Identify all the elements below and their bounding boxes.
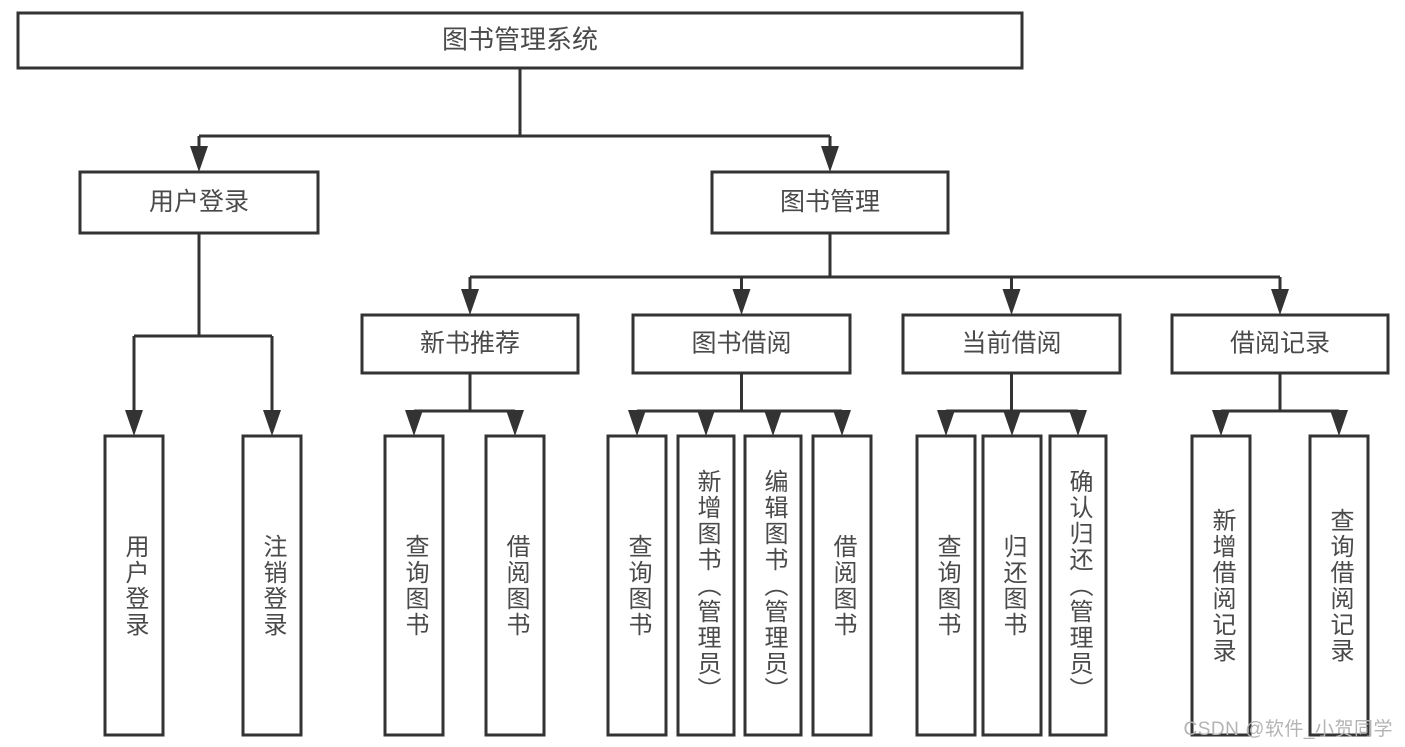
edge-borrow-record-arrow-1 <box>1330 410 1348 436</box>
node-box-leaf-return-book[interactable] <box>981 434 1043 737</box>
node-box-current-borrow[interactable] <box>901 313 1122 375</box>
boxes-layer <box>16 11 1390 737</box>
node-box-leaf-borrow-book-2[interactable] <box>811 434 873 737</box>
edge-book-manage-arrow-2 <box>1002 289 1021 315</box>
node-box-leaf-confirm-return[interactable] <box>1048 434 1108 737</box>
edge-book-borrow-arrow-1 <box>697 410 715 436</box>
edge-book-borrow-arrow-2 <box>764 410 782 436</box>
connectors-layer <box>125 68 1348 436</box>
node-label-book-manage: 图书管理 <box>780 188 880 216</box>
edge-book-manage-arrow-3 <box>1271 289 1289 315</box>
edge-root-arrow-0 <box>190 146 208 172</box>
node-box-leaf-query-book-1[interactable] <box>383 434 445 737</box>
node-box-leaf-query-book-2[interactable] <box>606 434 668 737</box>
edge-new-book-rec-arrow-0 <box>405 410 423 436</box>
node-label-book-borrow: 图书借阅 <box>691 330 791 358</box>
node-label-root: 图书管理系统 <box>442 24 598 54</box>
node-box-root[interactable] <box>16 11 1024 70</box>
node-label-new-book-rec: 新书推荐 <box>420 330 520 358</box>
node-box-book-manage[interactable] <box>710 170 950 235</box>
node-box-user-login[interactable] <box>78 170 320 235</box>
node-box-new-book-rec[interactable] <box>360 313 580 375</box>
edge-book-manage-arrow-1 <box>732 289 751 315</box>
node-box-leaf-edit-book[interactable] <box>743 434 803 737</box>
edge-borrow-record-arrow-0 <box>1212 410 1230 436</box>
node-box-leaf-query-book-3[interactable] <box>915 434 977 737</box>
node-box-leaf-borrow-book-1[interactable] <box>484 434 546 737</box>
edge-current-borrow-arrow-2 <box>1069 410 1087 436</box>
watermark-text: CSDN @软件_小贺同学 <box>1183 719 1393 740</box>
edge-current-borrow-arrow-1 <box>1003 410 1021 436</box>
node-box-leaf-logout[interactable] <box>241 434 303 737</box>
node-box-borrow-record[interactable] <box>1170 313 1390 375</box>
edge-user-login-arrow-1 <box>263 410 281 436</box>
edge-current-borrow-arrow-0 <box>937 410 955 436</box>
node-box-leaf-user-login[interactable] <box>103 434 165 737</box>
node-label-borrow-record: 借阅记录 <box>1230 330 1330 358</box>
edge-new-book-rec-arrow-1 <box>506 410 524 436</box>
node-box-leaf-query-record[interactable] <box>1308 434 1370 737</box>
node-label-user-login: 用户登录 <box>149 188 249 216</box>
node-label-current-borrow: 当前借阅 <box>961 330 1061 358</box>
node-box-leaf-add-book[interactable] <box>676 434 736 737</box>
edge-book-borrow-arrow-0 <box>628 410 646 436</box>
edge-book-manage-arrow-0 <box>461 289 479 315</box>
edge-user-login-arrow-0 <box>125 410 143 436</box>
node-box-book-borrow[interactable] <box>631 313 852 375</box>
node-box-leaf-add-record[interactable] <box>1190 434 1252 737</box>
edge-root-arrow-1 <box>821 146 839 172</box>
edge-book-borrow-arrow-3 <box>833 410 851 436</box>
